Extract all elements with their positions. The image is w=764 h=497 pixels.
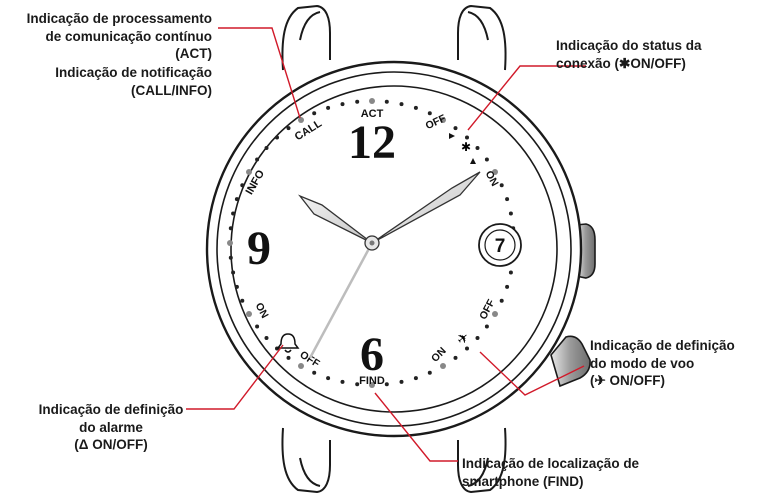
dial-dot xyxy=(228,226,233,231)
callout-alarm: Indicação de definição do alarme (Δ ON/O… xyxy=(38,402,184,452)
dial-dot xyxy=(234,197,239,202)
lugs-top xyxy=(281,4,507,71)
dial-dot xyxy=(484,157,489,162)
callout-connection: Indicação do status da conexão (✱ON/OFF) xyxy=(556,38,702,71)
marker-find: FIND xyxy=(359,375,385,387)
dial-dot xyxy=(286,355,291,360)
bt-arrow-marks xyxy=(449,133,476,164)
dial-dot xyxy=(298,363,304,369)
numeral-9: 9 xyxy=(247,222,271,275)
callout-act: Indicação de processamento de comunicaçã… xyxy=(26,11,212,61)
dial-dot xyxy=(264,336,269,340)
dial-dot xyxy=(499,183,504,188)
dial-dot xyxy=(326,376,331,381)
dial-dot xyxy=(508,270,513,275)
dial-dot xyxy=(355,382,360,387)
dial-dot xyxy=(264,146,269,150)
dial-dot xyxy=(255,157,260,162)
leader-lines xyxy=(186,27,586,462)
bluetooth-icon: ✱ xyxy=(461,140,471,154)
dial-dot xyxy=(384,382,389,387)
dial-dot xyxy=(413,105,418,110)
dial-dot xyxy=(440,117,446,123)
dial-dot xyxy=(369,382,375,388)
dial-dot xyxy=(275,135,279,140)
dial-dot xyxy=(453,126,458,131)
dial-dot xyxy=(413,376,418,381)
dial-dot xyxy=(475,146,480,150)
dial-dot xyxy=(453,355,458,360)
hour-hand xyxy=(297,194,373,244)
bell-icon xyxy=(276,333,300,353)
dial-dot xyxy=(427,111,432,116)
dial-dot xyxy=(505,284,510,289)
dial-dot xyxy=(384,99,389,104)
dial-dot xyxy=(227,240,233,246)
dial-dot xyxy=(234,284,239,289)
callout-find: Indicação de localização de smartphone (… xyxy=(462,456,640,489)
dial-dot xyxy=(499,298,504,303)
dial-dot xyxy=(355,99,360,104)
date-window: 7 xyxy=(478,223,522,267)
dial-dot xyxy=(231,211,236,216)
dial-dot xyxy=(255,324,260,329)
lugs-bottom xyxy=(281,427,507,494)
dial-dot xyxy=(505,197,510,202)
dial-dot xyxy=(475,336,480,340)
dial-dot xyxy=(492,169,498,175)
dial-dot xyxy=(508,211,513,216)
minute-hand xyxy=(371,171,481,244)
dial-dot-track xyxy=(227,98,517,388)
callout-flight-mode: Indicação de definição do modo de voo (✈… xyxy=(590,338,735,388)
dial-dot xyxy=(340,379,345,384)
dial-dot xyxy=(240,183,245,188)
dial-dot xyxy=(312,370,317,375)
dial-dot xyxy=(231,270,236,275)
pusher-lower xyxy=(550,335,591,388)
dial-dot xyxy=(399,379,404,384)
dial-dot xyxy=(312,111,317,116)
dial-dot xyxy=(369,98,375,104)
dial-dot xyxy=(240,298,245,303)
dial-dot xyxy=(440,363,446,369)
dial-dot xyxy=(399,102,404,107)
dial-dot xyxy=(484,324,489,329)
watch-case xyxy=(205,60,583,438)
dial-dot xyxy=(427,370,432,375)
dial-dot xyxy=(298,117,304,123)
dial-dot xyxy=(246,311,252,317)
dial-dot xyxy=(465,346,469,351)
dial-dot xyxy=(492,311,498,317)
second-hand xyxy=(308,242,374,359)
dial-dot xyxy=(465,135,469,140)
dial-dot xyxy=(340,102,345,107)
dial-dot xyxy=(228,255,233,260)
dial-dot xyxy=(286,126,291,131)
marker-act: ACT xyxy=(361,108,384,120)
dial-dot xyxy=(326,105,331,110)
watch-hands xyxy=(297,171,481,359)
numeral-12: 12 xyxy=(348,116,396,169)
numeral-6: 6 xyxy=(360,328,384,381)
callout-notification: Indicação de notificação (CALL/INFO) xyxy=(55,65,212,98)
dial-dot xyxy=(246,169,252,175)
date-numeral: 7 xyxy=(495,236,506,257)
